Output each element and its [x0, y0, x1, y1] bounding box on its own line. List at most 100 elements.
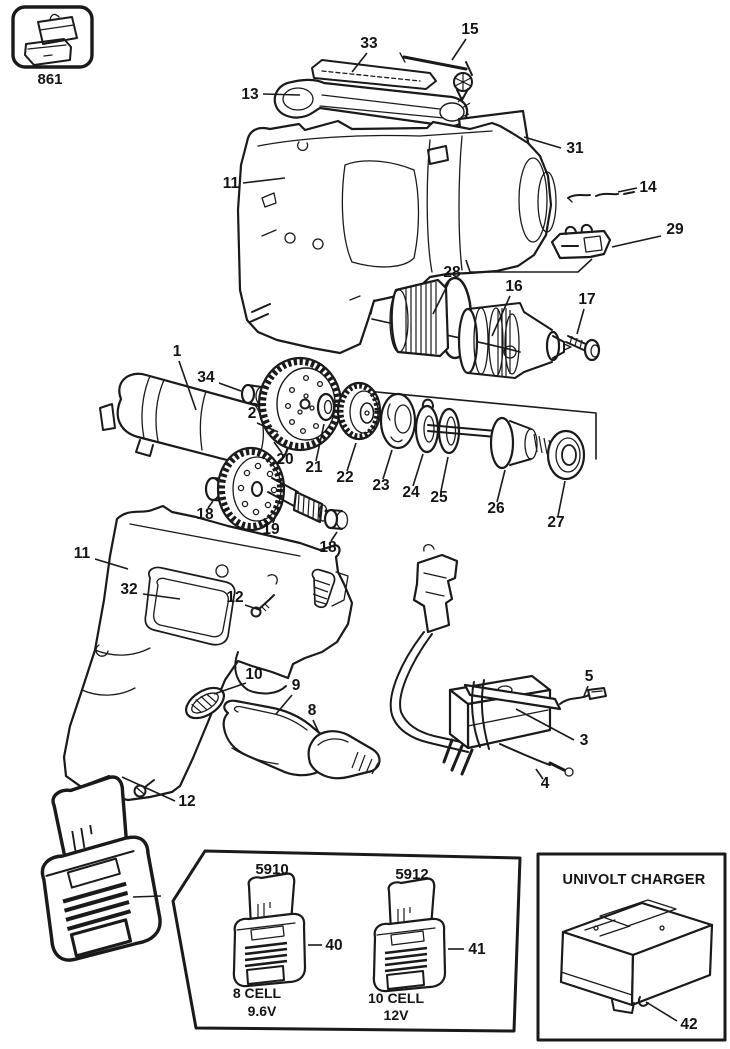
- part-22-gear: [336, 381, 382, 441]
- callout-leader-42: [645, 1001, 678, 1022]
- callout-leader-12: [121, 776, 176, 802]
- callout-11: 11: [74, 545, 91, 562]
- callout-14: 14: [639, 179, 657, 196]
- callout-9: 9: [292, 677, 301, 694]
- callout-10: 10: [245, 666, 262, 683]
- part-20-output-gear: [257, 356, 343, 452]
- callout-leader-17: [576, 308, 585, 335]
- battery-5910-cells: 8 CELL: [233, 985, 282, 1001]
- callout-leader-13: [262, 93, 301, 96]
- battery-5912-cells: 10 CELL: [368, 990, 424, 1006]
- callout-leader-34: [218, 382, 242, 392]
- callout-leader-21: [315, 423, 325, 462]
- callout-2: 2: [248, 405, 257, 422]
- callout-leader-32: [142, 593, 181, 600]
- callout-leader-33: [351, 52, 368, 73]
- callout-leader-28: [432, 281, 450, 315]
- callout-33: 33: [360, 35, 378, 52]
- charger-title: UNIVOLT CHARGER: [563, 872, 706, 888]
- battery-5910-voltage: 9.6V: [248, 1003, 277, 1019]
- callout-15: 15: [461, 21, 479, 38]
- part-8-trigger: [307, 730, 381, 780]
- callout-19: 19: [262, 521, 280, 538]
- battery-pack: [28, 772, 164, 962]
- callout-1: 1: [173, 343, 182, 360]
- part-24-tabbed-washer: [414, 398, 440, 454]
- callout-leader-8: [312, 719, 320, 734]
- part-11-lower-housing: [62, 504, 354, 802]
- part-29-bracket: [465, 224, 612, 273]
- callout-12: 12: [226, 589, 243, 606]
- callout-leader-11: [242, 177, 286, 184]
- callout-18: 18: [319, 539, 337, 556]
- battery-5912-voltage: 12V: [384, 1007, 410, 1023]
- callout-26: 26: [487, 500, 505, 517]
- callout-41: 41: [468, 941, 486, 958]
- battery-options-inset: 5910 5912 8 CELL 9.6V 10 CELL 12V: [171, 849, 522, 1033]
- callout-27: 27: [547, 514, 564, 531]
- callout-17: 17: [578, 291, 595, 308]
- callout-23: 23: [372, 477, 390, 494]
- callout-25: 25: [430, 489, 448, 506]
- part-27-bearing: [546, 429, 586, 481]
- callout-12: 12: [178, 793, 195, 810]
- part-33-flat-bit: [311, 59, 437, 90]
- part-10-button: [184, 686, 226, 720]
- callout-leader-26: [496, 469, 506, 503]
- callout-8: 8: [308, 702, 317, 719]
- callout-leader-12: [244, 604, 261, 611]
- callout-24: 24: [402, 484, 420, 501]
- part-5-wire: [559, 687, 607, 705]
- callout-leader-1: [178, 360, 197, 411]
- callout-leader-2: [256, 422, 279, 433]
- callout-leader-10: [213, 682, 247, 695]
- part-21-washer: [316, 392, 336, 422]
- callout-31: 31: [566, 140, 584, 157]
- callout-leader-23: [382, 449, 393, 480]
- callout-leader-19: [272, 506, 280, 524]
- callout-leader-16: [491, 295, 511, 337]
- callout-3: 3: [580, 732, 589, 749]
- callout-20: 20: [276, 451, 293, 468]
- callout-13: 13: [241, 86, 259, 103]
- callout-32: 32: [120, 581, 137, 598]
- callout-leader-14: [617, 187, 638, 193]
- callout-leader-27: [557, 480, 566, 517]
- callout-leader-4: [535, 768, 544, 780]
- callout-leader-18: [207, 500, 214, 509]
- part-15-chuck-key: [399, 52, 473, 101]
- callout-11: 11: [223, 175, 240, 192]
- part-14-lead-wire: [567, 191, 635, 203]
- part-12-screw-mid: [250, 594, 275, 618]
- part-3-switch: [442, 674, 562, 776]
- charger-drawing: [559, 899, 714, 1014]
- part-23-plate: [379, 392, 417, 450]
- part-17-screw: [565, 335, 601, 362]
- callout-21: 21: [305, 459, 323, 476]
- callout-leader-24: [412, 453, 424, 487]
- battery-model-5912: 5912: [395, 866, 428, 883]
- callout-40: 40: [325, 937, 342, 954]
- part-18-bushing-right: [323, 508, 349, 530]
- callout-22: 22: [336, 469, 353, 486]
- kit-icon: [11, 5, 94, 69]
- callout-leader-22: [346, 442, 357, 472]
- part-16-chuck: [457, 302, 572, 379]
- callout-leader-15: [451, 38, 467, 61]
- part-4-wire: [499, 743, 574, 777]
- charger-inset: UNIVOLT CHARGER: [536, 852, 727, 1042]
- callout-leader-31: [523, 136, 562, 149]
- callout-42: 42: [680, 1016, 697, 1033]
- callout-28: 28: [443, 264, 461, 281]
- switch-assembly: [389, 544, 607, 777]
- callout-leader-20: [273, 441, 283, 454]
- callout-16: 16: [505, 278, 523, 295]
- callout-leader-11: [94, 558, 129, 570]
- callout-leader-3: [515, 708, 575, 741]
- callout-leader-9: [275, 694, 293, 715]
- part-13-wrench: [273, 78, 471, 128]
- part-25-retaining-ring: [437, 407, 461, 455]
- callout-leader-18: [330, 531, 338, 542]
